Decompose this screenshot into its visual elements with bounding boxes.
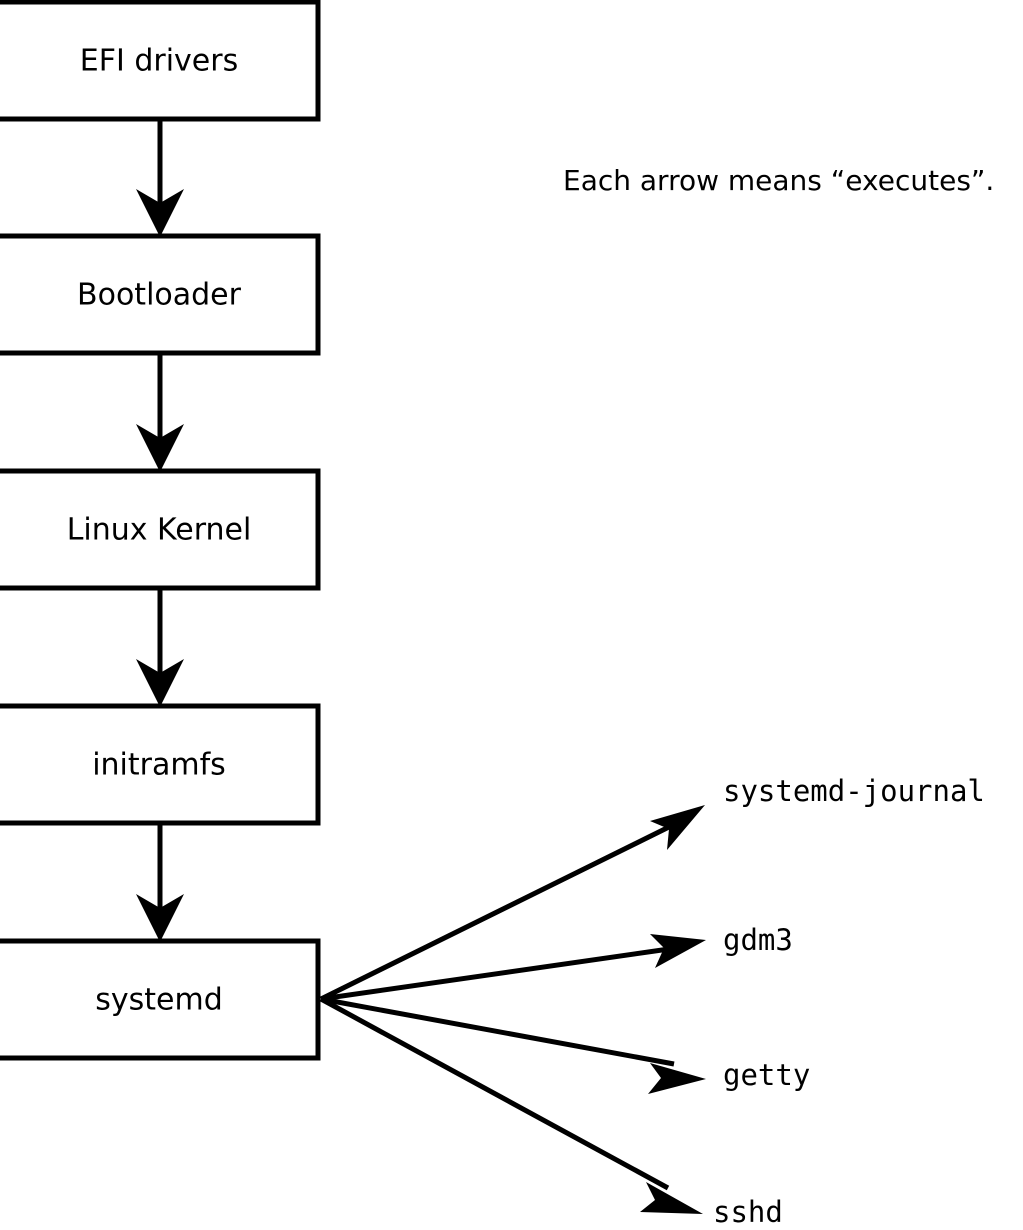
- arrow-head-down-icon: [136, 894, 184, 942]
- arrow-head-icon: [640, 1182, 703, 1214]
- fanout-arrow-sshd: [319, 996, 703, 1214]
- box-systemd[interactable]: systemd: [0, 938, 321, 1061]
- diagram-caption: Each arrow means “executes”.: [563, 164, 994, 197]
- service-label-sshd: sshd: [713, 1195, 783, 1229]
- fanout-arrow-systemd-journal: [319, 805, 705, 1002]
- fanout-line: [319, 996, 670, 1191]
- box-label-efi-drivers: EFI drivers: [80, 44, 238, 79]
- arrow-head-down-icon: [136, 659, 184, 707]
- fanout-line: [320, 996, 675, 1067]
- box-label-linux-kernel: Linux Kernel: [67, 513, 252, 548]
- box-outline: [0, 0, 321, 122]
- arrow-head-down-icon: [136, 189, 184, 237]
- service-label-getty: getty: [723, 1058, 810, 1092]
- fanout-arrow-gdm3: [320, 934, 706, 1002]
- box-linux-kernel[interactable]: Linux Kernel: [0, 468, 321, 591]
- service-label-systemd-journal: systemd-journal: [723, 774, 985, 808]
- box-initramfs[interactable]: initramfs: [0, 703, 321, 826]
- box-outline: [0, 468, 321, 591]
- chain-connector-efi-to-bootloader: [136, 119, 184, 237]
- box-bootloader[interactable]: Bootloader: [0, 233, 321, 356]
- chain-connector-initramfs-to-systemd: [136, 823, 184, 942]
- box-outline: [0, 703, 321, 826]
- arrow-head-down-icon: [136, 424, 184, 472]
- chain-connector-kernel-to-initramfs: [136, 588, 184, 707]
- box-outline: [0, 233, 321, 356]
- box-label-systemd: systemd: [95, 983, 223, 1018]
- fanout-arrow-getty: [320, 996, 706, 1094]
- service-label-gdm3: gdm3: [723, 923, 793, 957]
- arrow-head-icon: [650, 934, 706, 968]
- box-label-bootloader: Bootloader: [77, 278, 242, 313]
- fanout-line: [320, 945, 677, 1002]
- box-label-initramfs: initramfs: [92, 748, 226, 783]
- box-outline: [0, 938, 321, 1061]
- box-efi-drivers[interactable]: EFI drivers: [0, 0, 321, 122]
- chain-connector-bootloader-to-kernel: [136, 353, 184, 472]
- arrow-head-icon: [650, 805, 705, 850]
- arrow-head-icon: [648, 1063, 706, 1094]
- fanout-line: [319, 822, 675, 1002]
